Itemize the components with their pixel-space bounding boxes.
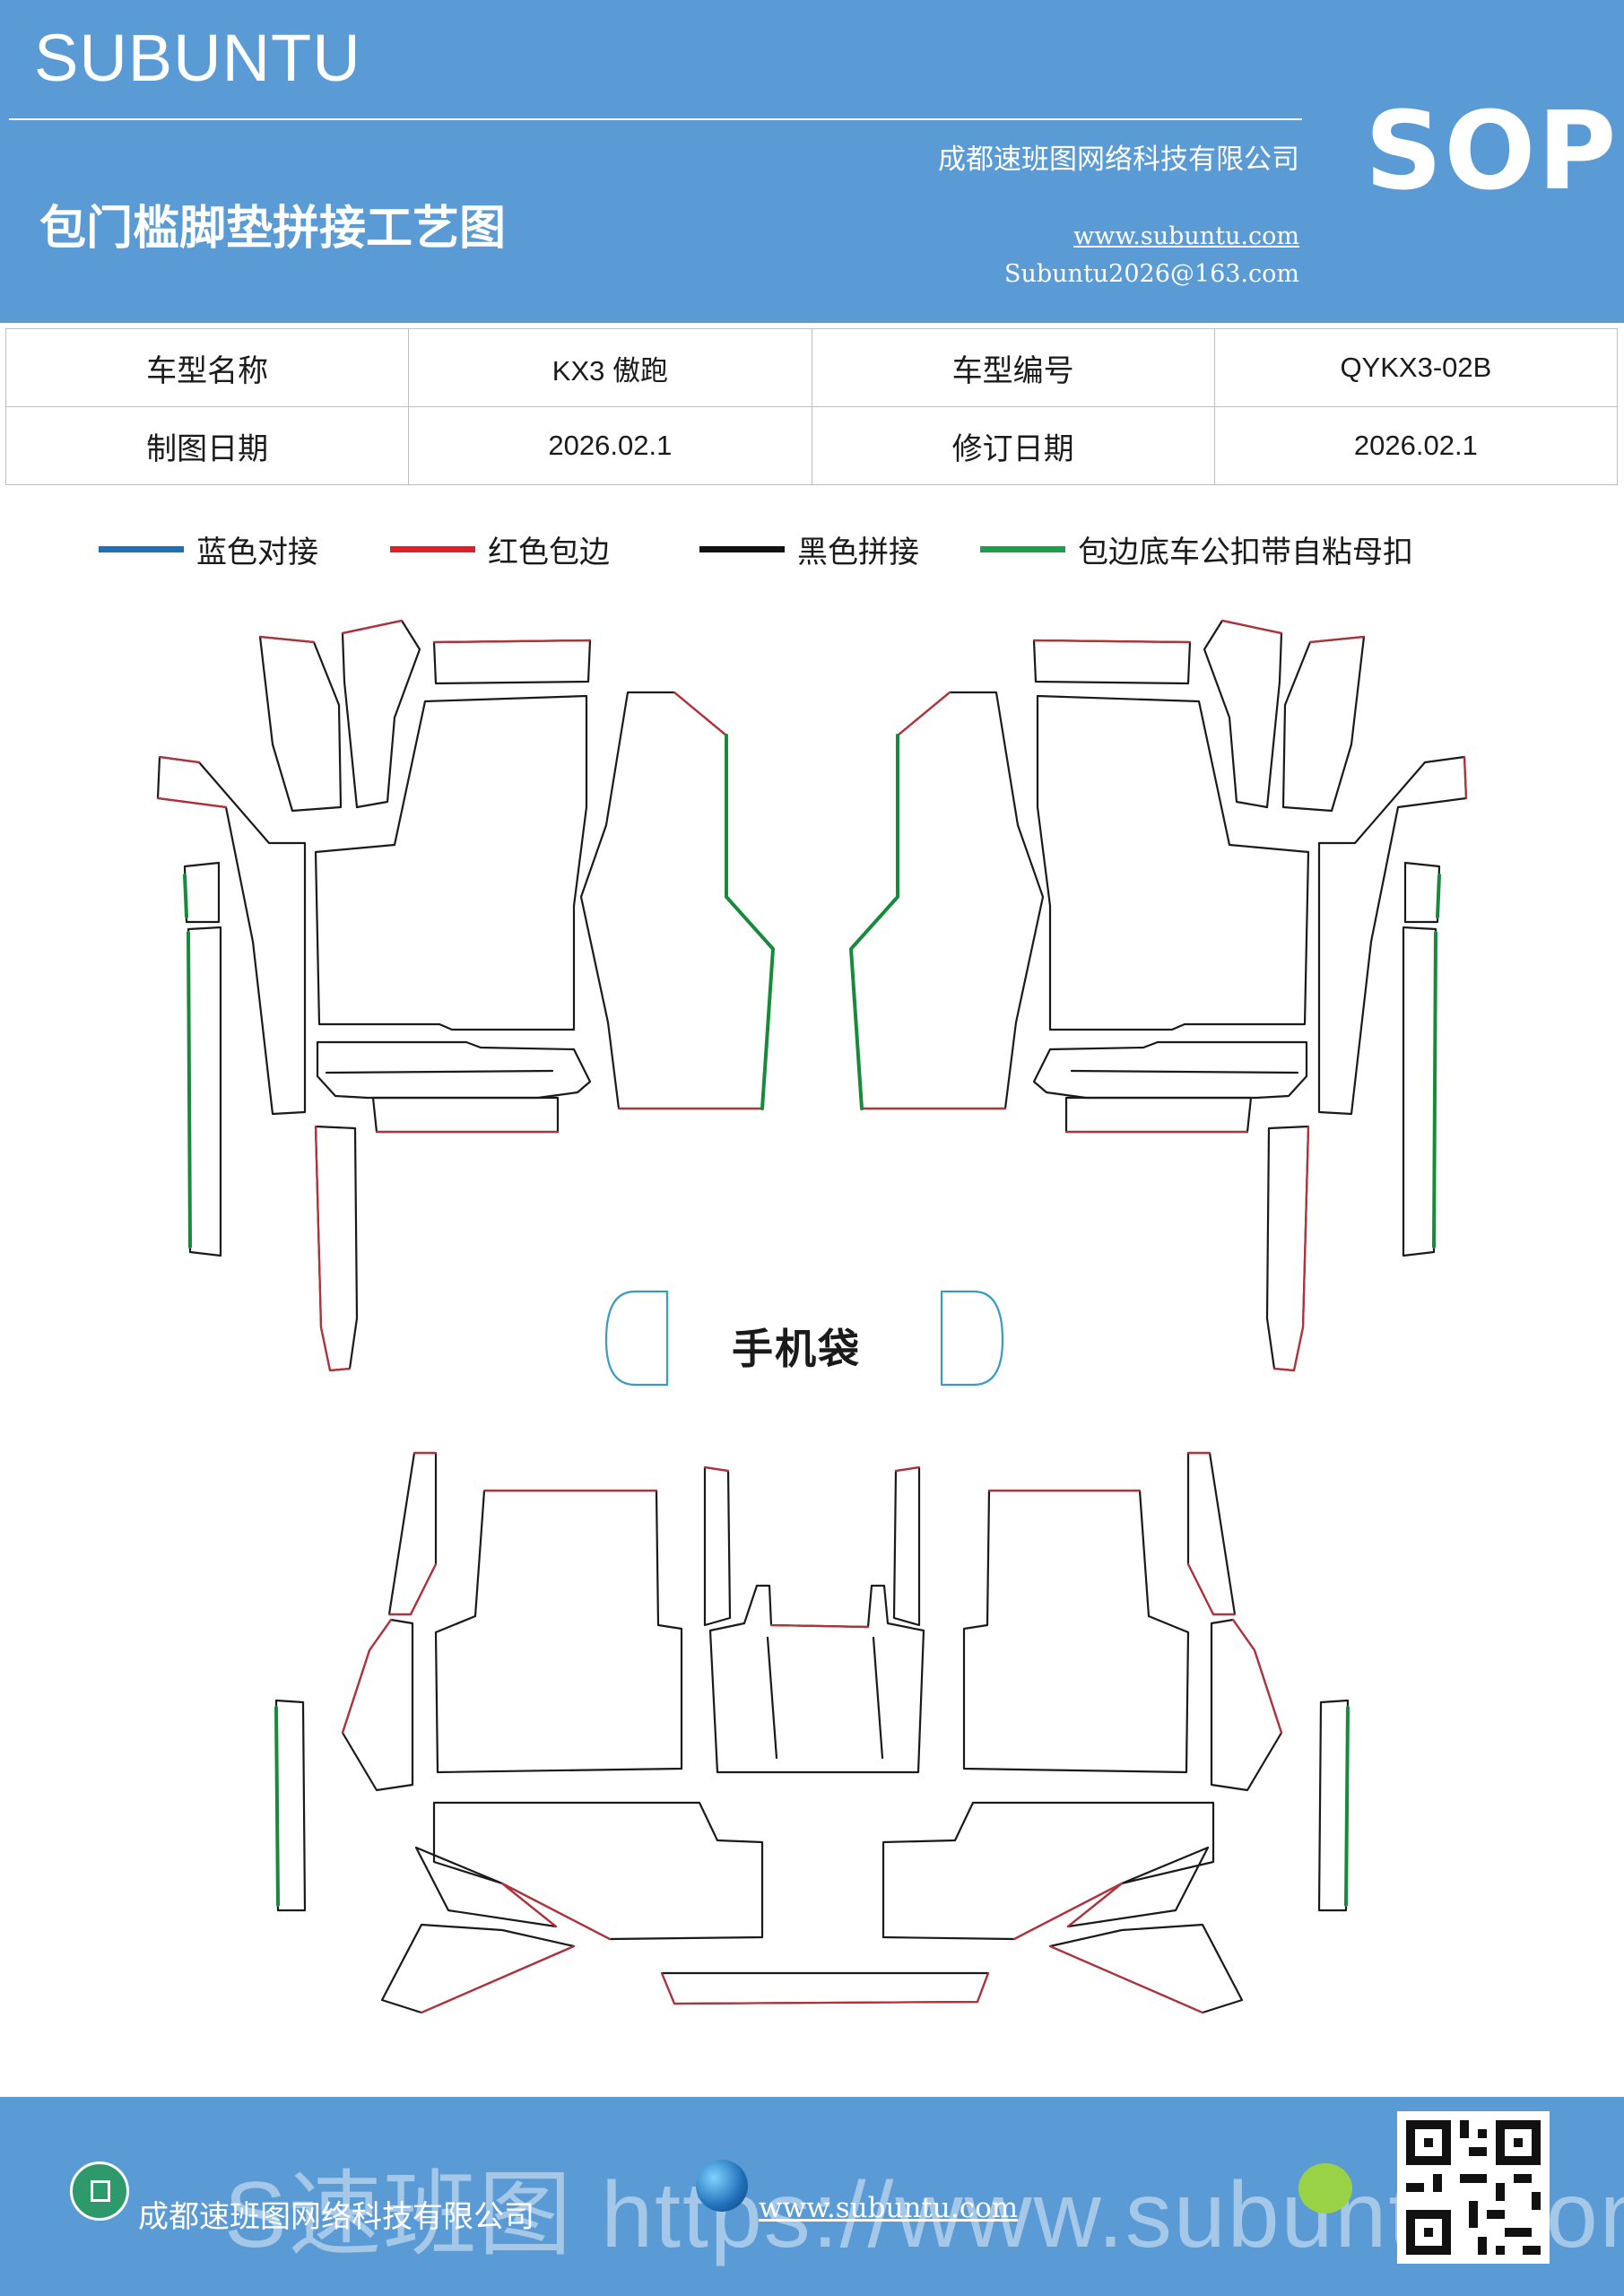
mat-piece [881, 1801, 1215, 1941]
mat-piece [1317, 1699, 1350, 1912]
mat-piece [708, 1584, 925, 1774]
legend-swatch-red [390, 545, 475, 552]
mat-piece [1210, 1618, 1283, 1792]
floor-mat-cut-diagram [156, 619, 1468, 2014]
legend-item-black: 黑色拼接 [699, 529, 919, 570]
table-cell-label: 制图日期 [4, 406, 410, 485]
mat-piece [703, 1465, 732, 1627]
phone-pocket-label: 手机袋 [732, 1325, 861, 1373]
seam-line [1070, 1069, 1299, 1074]
binding-edges-upper [156, 619, 1468, 1372]
velcro-edges-lower [274, 1706, 1350, 1907]
table-cell-value: QYKX3-02B [1213, 328, 1619, 407]
seam-line [325, 1069, 554, 1074]
mat-piece [1048, 1923, 1244, 2014]
mat-piece [1317, 755, 1468, 1116]
legend-item-green: 包边底车公扣带自粘母扣 [980, 529, 1413, 570]
header-email: Subuntu2026@163.com [1004, 260, 1299, 288]
table-cell-value: KX3 傲跑 [408, 328, 812, 407]
globe-icon [696, 2160, 748, 2212]
mat-piece [1036, 694, 1310, 1031]
mat-piece [1402, 926, 1437, 1257]
table-row: 车型名称 KX3 傲跑 车型编号 QYKX3-02B [4, 328, 1619, 407]
mat-piece [316, 1040, 592, 1100]
mat-piece [892, 1465, 921, 1627]
mat-piece [1032, 1040, 1308, 1100]
mat-piece [187, 926, 222, 1257]
mat-piece [341, 619, 421, 809]
header-divider [9, 118, 1302, 120]
mat-piece [1064, 1096, 1253, 1134]
lower-layout [274, 1451, 1350, 2014]
mat-piece [849, 691, 1045, 1110]
mat-piece [579, 691, 775, 1110]
mat-piece [434, 1489, 683, 1774]
mat-piece [274, 1699, 307, 1912]
table-cell-label: 车型名称 [4, 328, 410, 407]
legend-swatch-green [980, 545, 1065, 552]
mat-piece [314, 694, 588, 1031]
binding-edges-lower [341, 1451, 1283, 2014]
legend-label: 包边底车公扣带自粘母扣 [1078, 534, 1413, 570]
table-cell-label: 修订日期 [811, 406, 1215, 485]
phone-pocket-left [604, 1290, 669, 1387]
sop-badge: SOP [1365, 90, 1619, 214]
mat-piece [258, 635, 343, 813]
header-banner [0, 0, 1624, 323]
vehicle-info-table: 车型名称 KX3 傲跑 车型编号 QYKX3-02B 制图日期 2026.02.… [4, 328, 1619, 485]
mat-piece [380, 1923, 576, 2014]
mat-piece [1186, 1451, 1237, 1616]
upper-layout [156, 619, 1468, 1372]
mat-piece [183, 861, 221, 924]
legend-label: 黑色拼接 [797, 534, 919, 570]
legend-item-blue: 蓝色对接 [99, 529, 318, 570]
mat-piece [156, 755, 307, 1116]
seam-line [766, 1636, 884, 1760]
table-cell-label: 车型编号 [811, 328, 1215, 407]
mat-piece [1066, 1846, 1210, 1928]
mat-piece [962, 1489, 1190, 1774]
mat-piece [341, 1618, 414, 1792]
legend-swatch-black [699, 545, 785, 552]
mat-piece [1203, 619, 1283, 809]
table-cell-value: 2026.02.1 [1213, 406, 1619, 485]
brand-logo-text: SUBUNTU [34, 21, 361, 95]
mat-piece [1281, 635, 1366, 813]
mat-piece [1032, 639, 1192, 685]
mat-piece [432, 639, 592, 685]
velcro-edges-upper [183, 734, 1441, 1248]
mat-piece [432, 1801, 764, 1941]
mat-piece [660, 1971, 990, 2005]
footer-watermark: S速班图 https://www.subuntu.com [224, 2163, 1624, 2267]
footer-website-link[interactable]: www.subuntu.com [759, 2192, 1019, 2224]
header-website-link[interactable]: www.subuntu.com [1073, 222, 1299, 250]
table-row: 制图日期 2026.02.1 修订日期 2026.02.1 [4, 406, 1619, 485]
legend-label: 蓝色对接 [196, 534, 318, 570]
footer-banner [0, 2097, 1624, 2296]
table-cell-value: 2026.02.1 [408, 406, 812, 485]
mat-piece [387, 1451, 438, 1616]
header-company: 成都速班图网络科技有限公司 [938, 144, 1299, 176]
legend-swatch-blue [99, 545, 184, 552]
mat-piece [371, 1096, 560, 1134]
wechat-icon [1298, 2163, 1352, 2213]
qr-code-icon [1397, 2111, 1550, 2264]
phone-pocket-right [940, 1290, 1004, 1387]
footer-company: 成都速班图网络科技有限公司 [138, 2199, 534, 2235]
legend-item-red: 红色包边 [390, 529, 610, 570]
mat-piece [1403, 861, 1441, 924]
legend-label: 红色包边 [488, 534, 610, 570]
building-icon [70, 2161, 129, 2221]
document-title: 包门槛脚垫拼接工艺图 [39, 202, 507, 256]
mat-piece [414, 1846, 558, 1928]
